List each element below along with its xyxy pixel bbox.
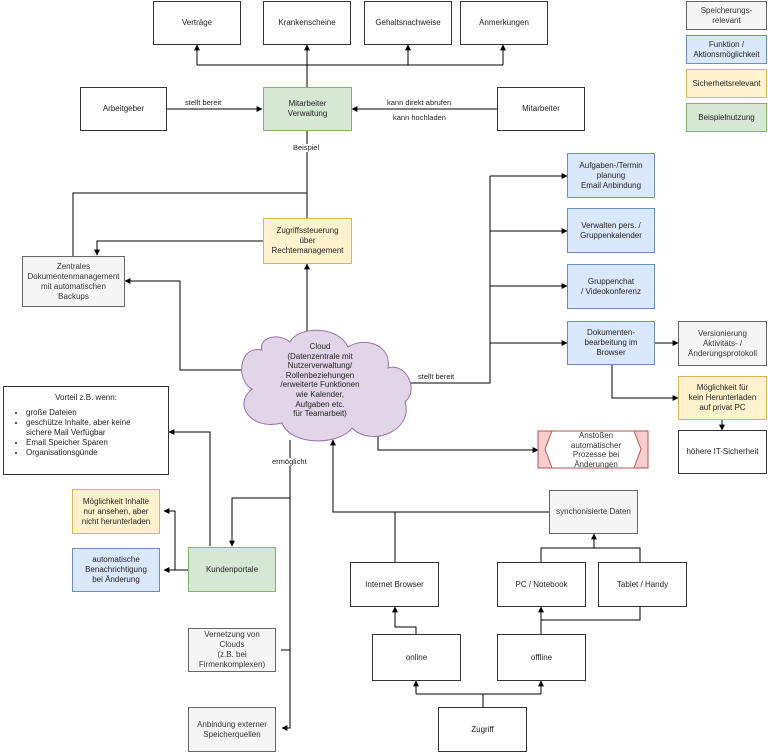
edge-label-kann-direkt-abrufen: kann direkt abrufen [387,98,452,108]
legend-function: Funktion / Aktionsmöglichkeit [686,35,767,64]
edge-beispiel-dms [72,192,307,256]
it-sicherheit-box: höhere IT-Sicherheit [678,430,767,474]
dokumentenbearbeitung-box: Dokumenten- bearbeitung im Browser [567,321,655,365]
edge-kp-vorteil [168,429,211,546]
gruppenchat-box: Gruppenchat / Videokonferenz [567,264,655,309]
tablet-handy-box: Tablet / Handy [598,562,687,607]
benachrichtigung-box: automatische Benachrichtigung bei Änderu… [72,548,160,592]
vorteil-item: große Dateien [26,408,158,418]
vorteil-item: Organisationsgünde [26,448,158,458]
edge-kp-inhalte [163,508,188,571]
vertraege-box: Verträge [153,1,241,45]
vernetzung-box: Vernetzung von Clouds (z.B. bei Firmenko… [188,628,276,672]
pc-notebook-box: PC / Notebook [497,562,586,607]
vorteil-item: Email Speicher Sparen [26,438,158,448]
edge-cloud-dms [124,278,247,371]
connectors [72,44,725,731]
edge-label-stellt-bereit-2: stellt bereit [418,372,455,382]
mitarbeiter-verwaltung-box: Mitarbeiter Verwaltung [263,87,352,131]
offline-box: offline [497,634,586,681]
vorteil-title: Vorteil z.B. wenn: [55,393,117,402]
legend-example: Beispielnutzung [686,103,767,132]
vorteil-note: Vorteil z.B. wenn: große Dateien geschüt… [3,386,169,475]
edge-label-kann-hochladen: kann hochladen [393,113,446,123]
cloud-shape [241,329,412,442]
edge-dok-herunterladen [611,364,679,401]
internet-browser-box: Internet Browser [350,562,439,607]
cloud-label: Cloud (Datenzentrale mit Nutzerverwaltun… [280,342,360,419]
inhalte-ansehen-box: Möglichkeit Inhalte nur ansehen, aber ni… [72,489,160,534]
online-box: online [372,634,461,681]
prozesse-label: Anstoßen automatischer Prozesse bei Ände… [570,431,622,469]
zugriffssteuerung-box: Zugriffssteuerung über Rechtemanagement [263,218,352,264]
herunterladen-box: Möglichkeit für kein Herunterladen auf p… [678,376,767,420]
legend-storage: Speicherungs- relevant [686,1,767,30]
legend-security: Sicherheitsrelevant [686,69,767,98]
edge-to-kundenportale [229,497,290,547]
kundenportale-box: Kundenportale [188,547,276,592]
krankenscheine-box: Krankenscheine [263,1,351,45]
edge-online-browser [392,606,417,634]
anmerkungen-box: Anmerkungen [460,1,548,45]
edge-offline-devices [540,607,641,634]
edge-access-cloud [330,439,396,562]
edge-label-beispiel: Beispiel [293,143,320,153]
zentrales-dms-box: Zentrales Dokumentenmanagement mit autom… [22,256,125,307]
arbeitgeber-box: Arbeitgeber [80,87,167,131]
gehaltsnachweise-box: Gehaltsnachweise [364,1,452,45]
edge-zs-dms [94,240,263,256]
aufgaben-box: Aufgaben-/Termin planung Email Anbindung [567,153,655,198]
vorteil-list: große Dateien geschütze Inhalte, aber ke… [14,408,158,458]
edge-label-ermoeglicht: ermöglicht [272,457,307,467]
edge-cloud-ermoeglicht [289,440,291,729]
vorteil-item: geschütze Inhalte, aber keine sichere Ma… [26,418,158,438]
kalender-box: Verwalten pers. / Gruppenkalender [567,208,655,253]
mitarbeiter-box: Mitarbeiter [497,87,585,131]
versionierung-box: Versionierung Aktivitäts- / Änderungspro… [678,321,767,366]
anbindung-box: Anbindung externer Speicherquellen [188,707,276,752]
edge-cloud-functions [393,176,491,384]
sync-box: synchonisierte Daten [549,490,638,534]
process-shape [537,430,649,469]
edge-devices-sync [540,547,641,562]
edge-label-stellt-bereit: stellt bereit [185,98,222,108]
zugriff-box: Zugriff [438,707,527,752]
